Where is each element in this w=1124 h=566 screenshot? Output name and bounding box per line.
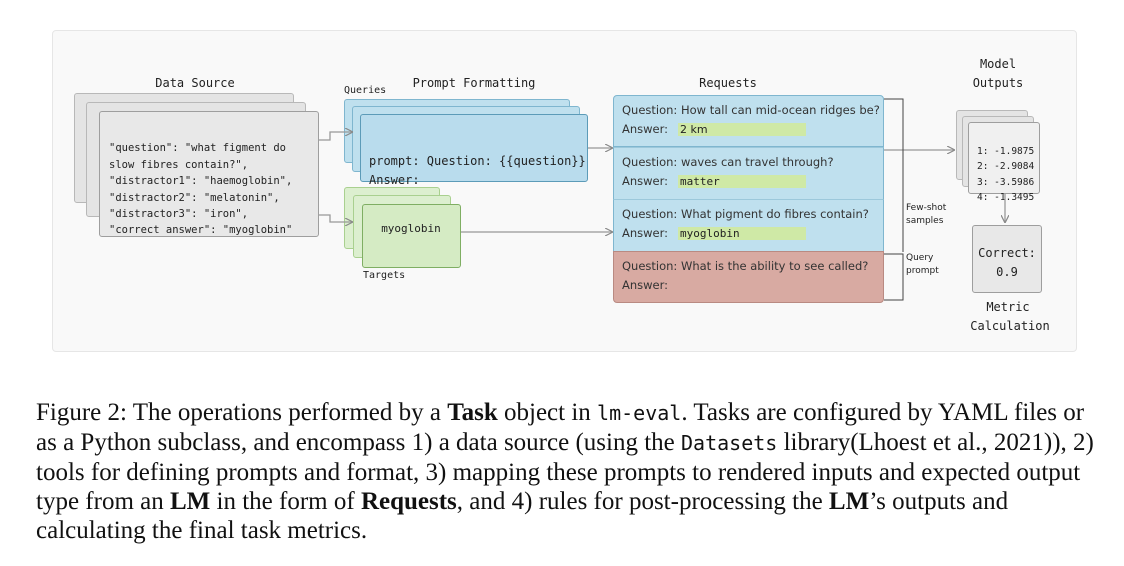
arrow-source-to-targets [319,214,352,222]
data-source-line: slow fibres contain?", [109,158,249,171]
output-line: 2: -2.9084 [977,161,1035,172]
header-requests: Requests [699,76,757,90]
caption-text: . Tasks are configured by YAML files or … [36,399,1085,456]
header-prompt-formatting: Prompt Formatting [412,76,536,90]
request-answer: myoglobin [678,227,806,240]
output-line: 1: -1.9875 [977,145,1035,157]
query-line-1: Query [906,253,934,263]
label-targets: Targets [363,270,406,281]
output-line: 3: -3.5986 [977,176,1035,188]
caption-lm: LM [828,488,870,515]
request-question: Question: waves can travel through? [622,155,834,169]
request-answer: 2 km [678,123,806,136]
arrow-source-to-queries [319,132,352,141]
caption-lm: LM [169,488,211,515]
outputs-text: 1: -1.9875 2: -2.9084 3: -3.5986 4: -1.3495 [977,128,1034,221]
label-queries: Queries [344,85,387,96]
data-source-line: "correct answer": "myoglobin" [109,224,293,237]
caption-text: Figure 2: The operations performed by a [36,399,448,426]
request-few-shot-3: Question: What pigment do fibres contain… [613,199,884,251]
header-metric-2: Calculation [970,319,1050,333]
metric-card [972,225,1042,293]
figure-caption: Figure 2: The operations performed by a … [36,398,1096,545]
request-answer-label: Answer: [622,174,669,188]
header-data-source: Data Source [155,76,235,90]
few-shot-line-1: Few-shot [906,203,947,213]
metric-line-2: 0.9 [996,265,1018,279]
request-question: Question: What pigment do fibres contain… [622,207,869,221]
prompt-line-2: Answer: [369,173,420,187]
caption-code-datasets: Datasets [680,431,778,455]
data-source-text: "question": "what figment do slow fibres … [109,124,319,255]
data-source-line: "distractor1": "haemoglobin", [109,175,293,188]
request-few-shot-2: Question: waves can travel through? Answ… [613,147,884,199]
request-question: Question: What is the ability to see cal… [622,259,869,273]
few-shot-line-2: samples [906,216,944,226]
request-answer-label: Answer: [622,278,669,292]
header-model-outputs-2: Outputs [972,76,1024,90]
caption-text: library(Lhoest et al., 2021)), 2) tools … [36,429,1094,515]
request-answer-label: Answer: [622,226,669,240]
data-source-card [99,111,319,237]
header-model-outputs-1: Model [979,57,1017,71]
bracket-query [884,253,904,301]
output-line: 4: -1.3495 [977,192,1035,203]
prompt-card [360,114,588,182]
data-source-line: "question": "what figment do [109,142,287,155]
caption-code-lm-eval: lm-eval [597,401,682,425]
label-few-shot-samples: Few-shot samples [906,202,946,228]
request-query-prompt: Question: What is the ability to see cal… [613,251,884,303]
header-metric-1: Metric [986,300,1030,314]
bracket-few-shot [884,98,904,252]
caption-text: object in [497,399,598,426]
target-card [362,204,461,268]
caption-text: , and 4) rules for post-processing the [456,488,829,515]
data-source-line: "distractor3": "iron", [109,208,249,221]
request-few-shot-1: Question: How tall can mid-ocean ridges … [613,95,884,147]
caption-task: Task [447,399,498,426]
outputs-card [968,122,1040,194]
data-source-line: "distractor2": "melatonin", [109,191,280,204]
caption-text: ’s outputs and calculating the final tas… [36,488,1009,544]
caption-requests: Requests [360,488,457,515]
target-text: myoglobin [381,222,441,235]
metric-text: Correct: 0.9 [972,244,1042,282]
request-question: Question: How tall can mid-ocean ridges … [622,103,880,117]
request-answer-label: Answer: [622,122,669,136]
request-answer: matter [678,175,806,188]
label-query-prompt: Query prompt [906,252,939,278]
metric-line-1: Correct: [978,246,1036,260]
query-line-2: prompt [906,266,939,276]
caption-text: in the form of [210,488,361,515]
prompt-text: prompt: Question: {{question}} Answer: [369,133,586,209]
prompt-line-1: prompt: Question: {{question}} [369,154,586,168]
